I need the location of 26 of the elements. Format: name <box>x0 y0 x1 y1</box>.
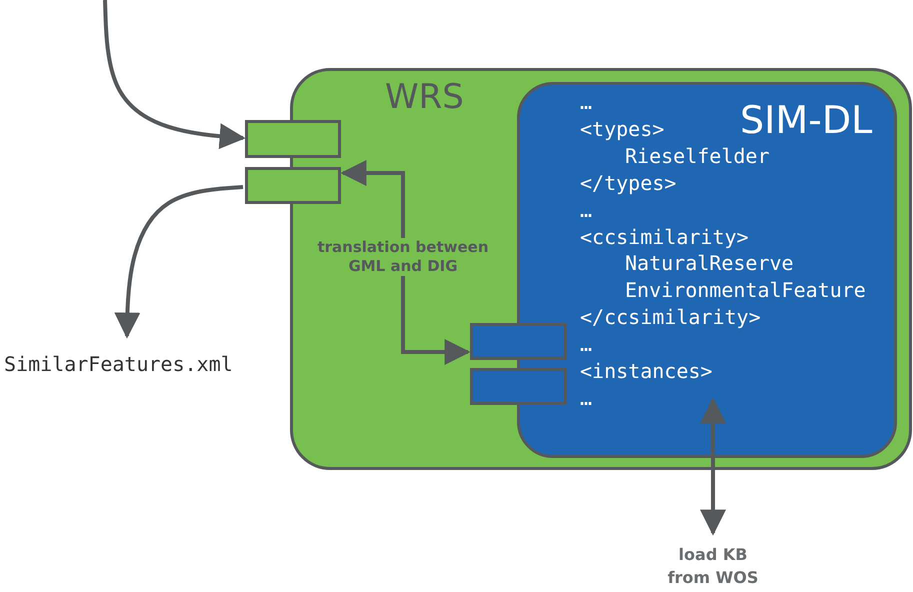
annotation-text: load KB from WOS <box>666 544 760 589</box>
arrow <box>700 397 726 536</box>
code-line: … <box>580 196 592 223</box>
code-line: </ccsimilarity> <box>580 304 761 330</box>
arrow <box>340 160 471 365</box>
port-box <box>470 323 567 360</box>
component-panel <box>517 82 897 458</box>
code-line: … <box>580 384 592 411</box>
code-line: </types> <box>580 170 676 196</box>
component-panel <box>290 68 912 470</box>
code-line: EnvironmentalFeature <box>625 277 866 304</box>
file-name: SimilarFeatures.xml <box>4 352 233 376</box>
arrow <box>103 0 246 150</box>
code-line: <ccsimilarity> <box>580 224 749 250</box>
arrow <box>114 185 244 339</box>
code-line: Rieselfelder <box>625 142 770 169</box>
code-line: … <box>580 331 592 358</box>
code-line: NaturalReserve <box>625 250 794 276</box>
code-line: … <box>580 89 592 115</box>
port-box <box>245 120 341 158</box>
code-line: <instances> <box>580 358 712 384</box>
component-title: WRS <box>385 77 464 118</box>
component-title: SIM-DL <box>740 97 872 143</box>
port-box <box>245 167 341 204</box>
code-line: <types> <box>580 116 664 142</box>
port-box <box>470 368 567 405</box>
